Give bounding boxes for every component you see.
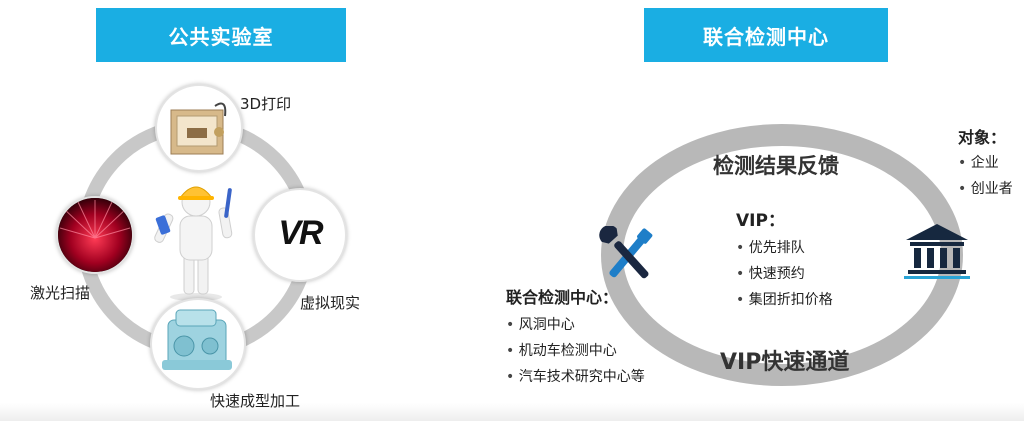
vip-heading: VIP： (736, 211, 785, 231)
vip-item: 集团折扣价格 (736, 287, 833, 313)
laser-icon (58, 198, 132, 272)
vr-logo-text: VR (278, 214, 323, 252)
feedback-label: 检测结果反馈 (713, 154, 839, 178)
3d-printer-icon (170, 102, 227, 155)
vip-item: 快速预约 (736, 261, 833, 287)
vr-label: 虚拟现实 (300, 294, 361, 312)
center-item: 风洞中心 (506, 312, 645, 338)
worker-figure (142, 172, 250, 301)
center-item: 机动车检测中心 (506, 338, 645, 364)
3d-printing-node (155, 84, 243, 172)
rapid-forming-node (150, 298, 246, 390)
institution-icon (904, 224, 970, 279)
engine-icon (162, 309, 232, 370)
joint-center-title: 联合检测中心 (644, 8, 888, 62)
rapid-forming-label: 快速成型加工 (210, 392, 301, 410)
laser-node (56, 196, 134, 274)
target-heading: 对象： (958, 128, 1007, 147)
joint-center-list: 风洞中心 机动车检测中心 汽车技术研究中心等 (506, 312, 645, 390)
tools-icon (599, 226, 653, 279)
worker-icon (154, 186, 233, 301)
vip-fast-track-label: VIP快速通道 (720, 350, 850, 375)
bottom-shade (0, 403, 1024, 421)
laser-label: 激光扫描 (30, 284, 91, 302)
target-item: 企业 (958, 150, 1013, 176)
target-item: 创业者 (958, 176, 1013, 202)
vip-item: 优先排队 (736, 235, 833, 261)
joint-center-block: 联合检测中心： 风洞中心 机动车检测中心 汽车技术研究中心等 (506, 284, 645, 390)
3d-printing-label: 3D打印 (240, 95, 292, 113)
target-block: 对象： 企业 创业者 (958, 124, 1013, 202)
vr-node: VR (253, 188, 347, 282)
public-lab-title: 公共实验室 (96, 8, 346, 62)
center-item: 汽车技术研究中心等 (506, 364, 645, 390)
vip-block: VIP： 优先排队 快速预约 集团折扣价格 (736, 206, 833, 313)
joint-center-heading: 联合检测中心： (506, 288, 619, 307)
vip-list: 优先排队 快速预约 集团折扣价格 (736, 235, 833, 313)
target-list: 企业 创业者 (958, 150, 1013, 202)
feedback-oval (601, 124, 963, 386)
